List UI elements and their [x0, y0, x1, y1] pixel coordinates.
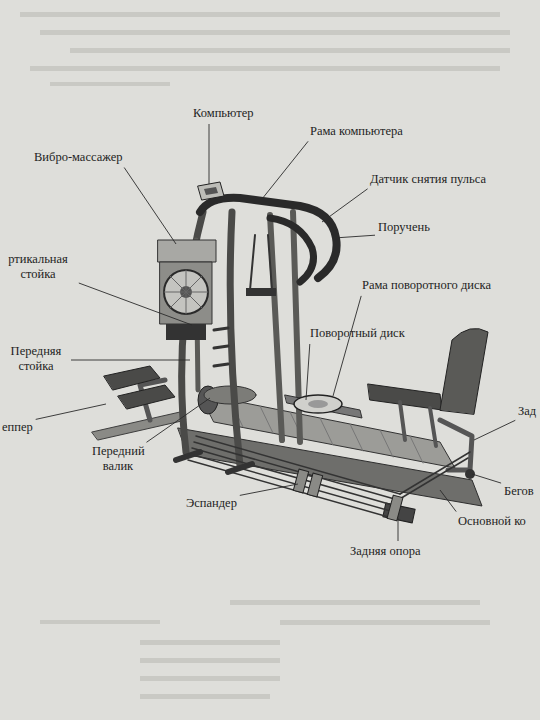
- leader-line: [474, 420, 515, 440]
- machine: [92, 182, 488, 523]
- leader-line: [147, 398, 211, 442]
- leader-line: [124, 168, 176, 245]
- part-label: ртикальная стойка: [0, 252, 76, 282]
- part-label: Передний валик: [92, 444, 144, 474]
- part-label: Поручень: [378, 220, 430, 235]
- leader-line: [398, 518, 399, 541]
- part-label: Задняя опора: [350, 544, 420, 559]
- faded-page-text: [20, 12, 510, 699]
- leader-line: [262, 141, 308, 199]
- leader-line: [36, 404, 106, 419]
- leader-line: [333, 296, 361, 396]
- leader-line: [334, 235, 375, 238]
- part-label: Рама компьютера: [310, 124, 403, 139]
- part-label: еппер: [2, 420, 33, 435]
- leader-line: [79, 283, 192, 325]
- part-label: Датчик снятия пульса: [370, 172, 486, 187]
- leader-line: [306, 344, 310, 400]
- part-label: Эспандер: [186, 496, 237, 511]
- leader-line: [209, 124, 210, 184]
- leader-line: [322, 189, 368, 222]
- leader-line: [240, 484, 298, 495]
- part-label: Бегов: [504, 484, 534, 499]
- part-label: Передняя стойка: [4, 344, 68, 374]
- part-label: Компьютер: [193, 106, 253, 121]
- leader-line: [71, 360, 190, 361]
- part-label: Вибро-массажер: [34, 150, 123, 165]
- part-label: Поворотный диск: [310, 326, 405, 341]
- part-label: Рама поворотного диска: [362, 278, 491, 293]
- leader-line: [472, 474, 501, 483]
- part-label: Основной ко: [458, 514, 526, 529]
- leader-line: [440, 490, 456, 512]
- part-label: Зад: [518, 404, 536, 419]
